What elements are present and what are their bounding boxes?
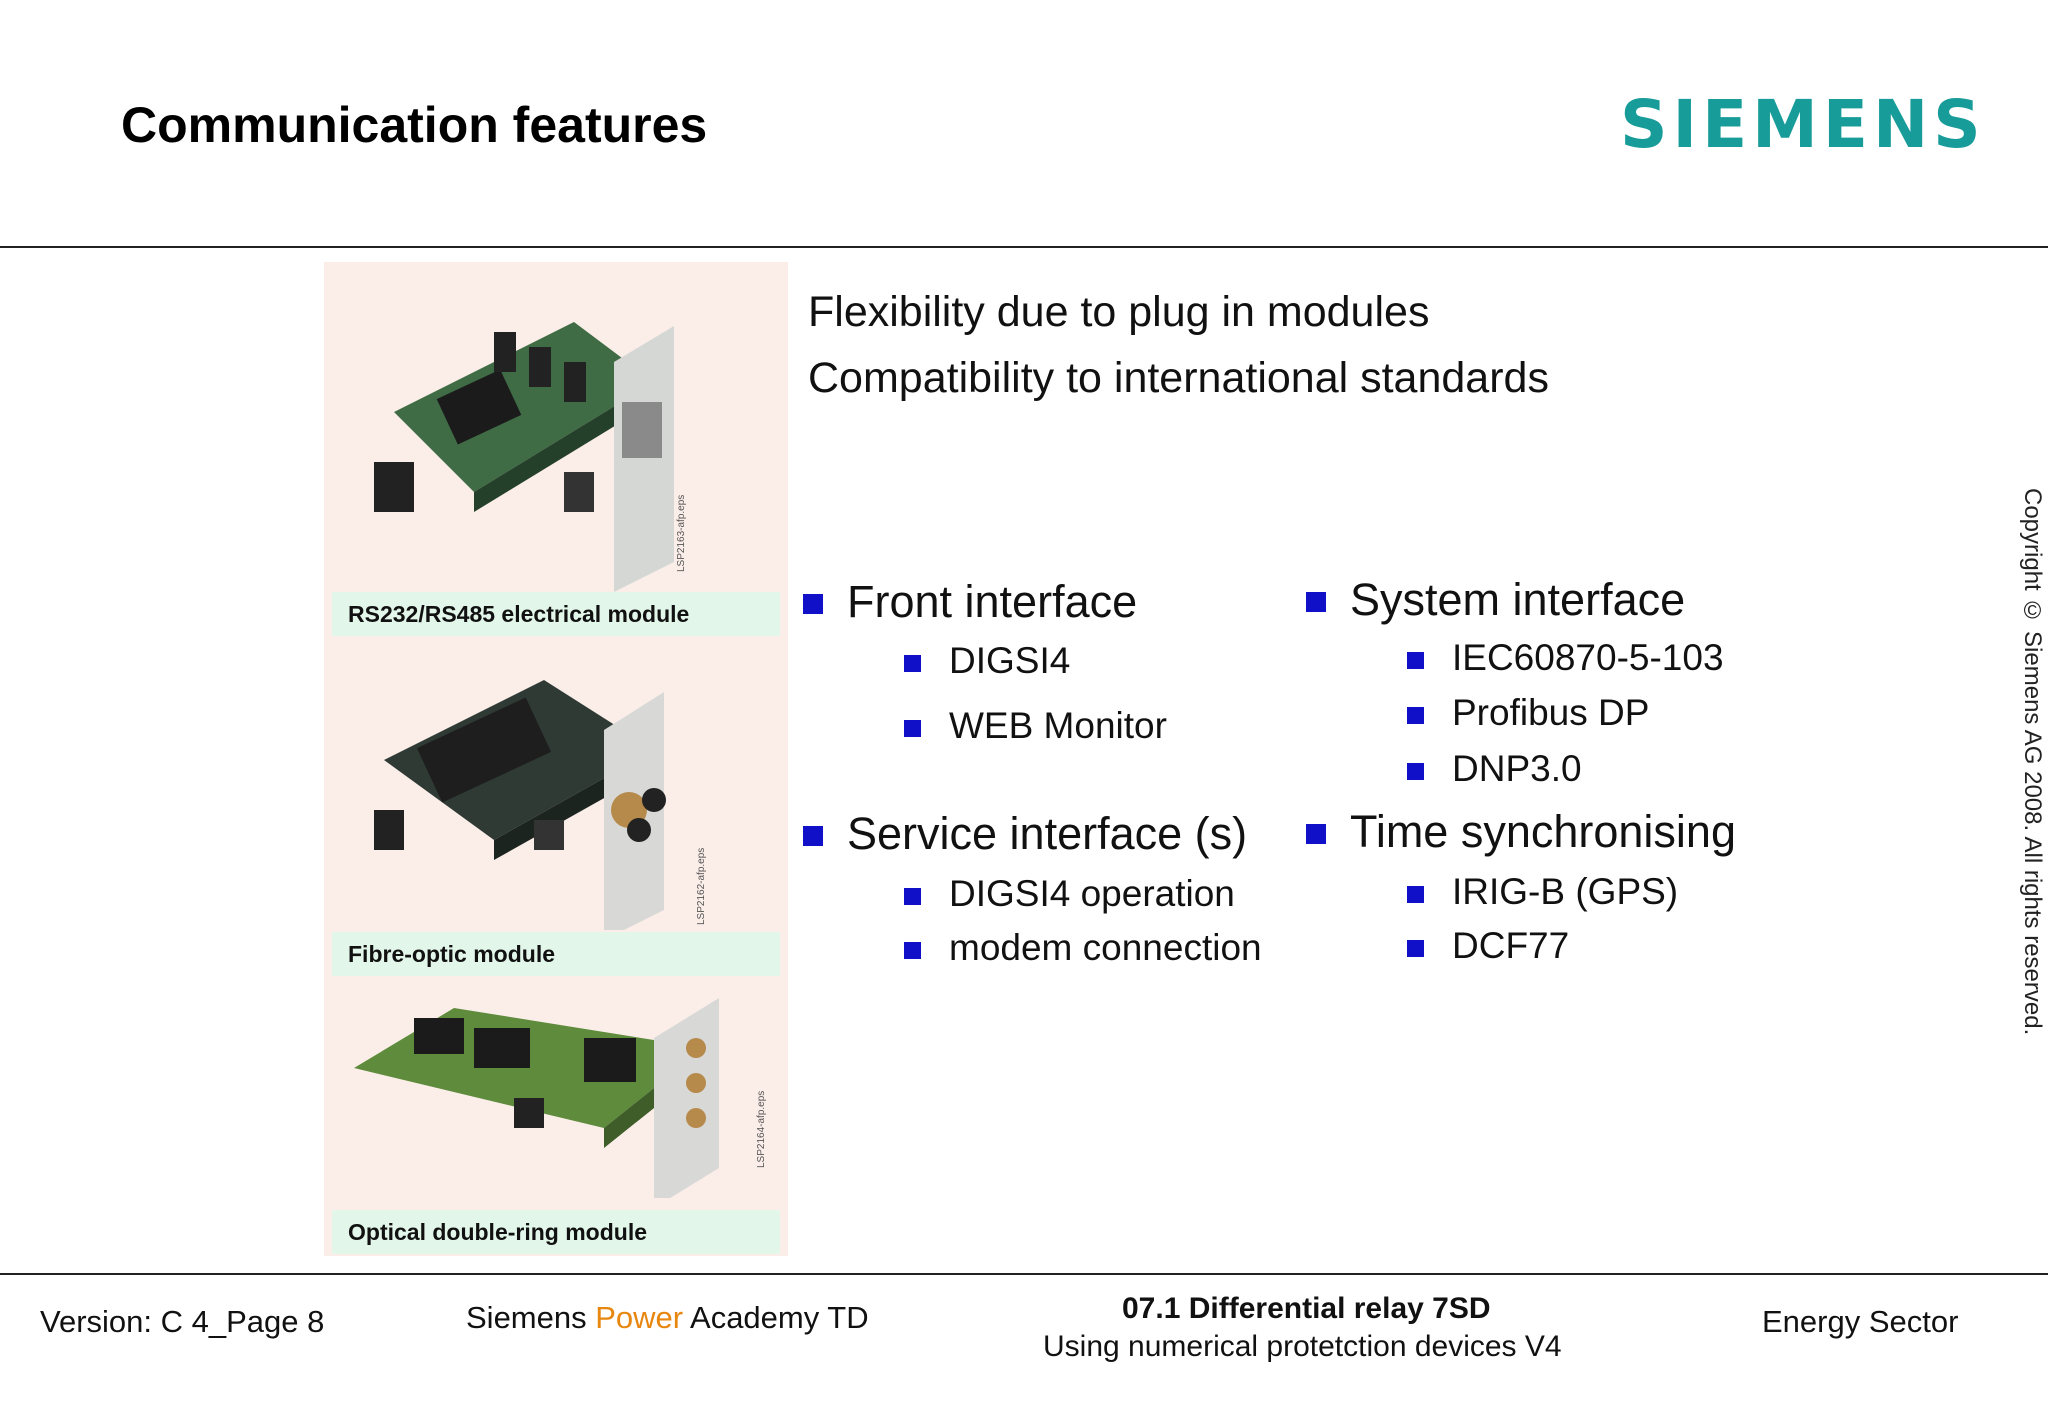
module-code-fibre: LSP2162-afp.eps	[696, 848, 707, 925]
bullet-square-icon	[803, 826, 823, 846]
bullet-square-icon	[904, 942, 921, 959]
footer-academy-part-1: Siemens	[466, 1300, 596, 1335]
bullet-square-icon	[803, 594, 823, 614]
system-item-1: IEC60870-5-103	[1452, 637, 1724, 678]
footer-academy: Siemens Power Academy TD	[466, 1300, 869, 1336]
page-title: Communication features	[121, 97, 708, 153]
module-code-double-ring: LSP2164-afp.eps	[756, 1091, 767, 1168]
service-item-1: DIGSI4 operation	[949, 873, 1235, 914]
footer-course-title: 07.1 Differential relay 7SD	[1122, 1292, 1491, 1325]
bullet-square-icon	[1306, 824, 1326, 844]
bullet-square-icon	[1306, 592, 1326, 612]
time-item-2: DCF77	[1452, 925, 1570, 966]
bullet-square-icon	[904, 888, 921, 905]
service-item-2: modem connection	[949, 927, 1262, 968]
footer-academy-accent: Power	[595, 1300, 684, 1335]
module-code-rs232: LSP2163-afp.eps	[676, 495, 687, 572]
front-item-2: WEB Monitor	[949, 705, 1167, 746]
module-fibre-optic: LSP2162-afp.eps Fibre-optic module	[324, 640, 788, 976]
module-image-panel: LSP2163-afp.eps RS232/RS485 electrical m…	[324, 262, 788, 1256]
time-sync-title: Time synchronising	[1350, 806, 1736, 857]
bullet-square-icon	[904, 720, 921, 737]
fibre-optic-module-image: LSP2162-afp.eps	[374, 680, 707, 930]
intro-line-1: Flexibility due to plug in modules	[808, 288, 1430, 336]
double-ring-module-image: LSP2164-afp.eps	[354, 998, 767, 1198]
system-interface-title: System interface	[1350, 574, 1686, 625]
module-label-double-ring: Optical double-ring module	[332, 1210, 780, 1254]
bullet-square-icon	[904, 655, 921, 672]
footer-academy-part-2: Academy TD	[683, 1300, 869, 1335]
bullet-square-icon	[1407, 940, 1424, 957]
bullet-square-icon	[1407, 707, 1424, 724]
time-item-1: IRIG-B (GPS)	[1452, 871, 1679, 912]
intro-line-2: Compatibility to international standards	[808, 354, 1549, 402]
siemens-logo: SIEMENS	[1620, 86, 1986, 163]
system-item-2: Profibus DP	[1452, 692, 1650, 733]
system-item-3: DNP3.0	[1452, 748, 1582, 789]
footer-divider	[0, 1273, 2048, 1275]
module-double-ring: LSP2164-afp.eps Optical double-ring modu…	[324, 958, 788, 1256]
module-label-rs232: RS232/RS485 electrical module	[332, 592, 780, 636]
module-label-fibre-optic: Fibre-optic module	[332, 932, 780, 976]
rs232-module-image: LSP2163-afp.eps	[374, 322, 687, 592]
footer-sector: Energy Sector	[1762, 1304, 1959, 1339]
bullet-square-icon	[1407, 763, 1424, 780]
bullet-square-icon	[1407, 886, 1424, 903]
footer-course-subtitle: Using numerical protetction devices V4	[1043, 1330, 1562, 1363]
footer-version: Version: C 4_Page 8	[40, 1304, 325, 1339]
bullet-square-icon	[1407, 652, 1424, 669]
front-item-1: DIGSI4	[949, 640, 1071, 681]
service-interface-title: Service interface (s)	[847, 808, 1248, 859]
header-divider	[0, 246, 2048, 248]
module-rs232: LSP2163-afp.eps RS232/RS485 electrical m…	[324, 262, 788, 636]
copyright-notice: Copyright © Siemens AG 2008. All rights …	[2019, 488, 2046, 1036]
front-interface-title: Front interface	[847, 576, 1138, 627]
